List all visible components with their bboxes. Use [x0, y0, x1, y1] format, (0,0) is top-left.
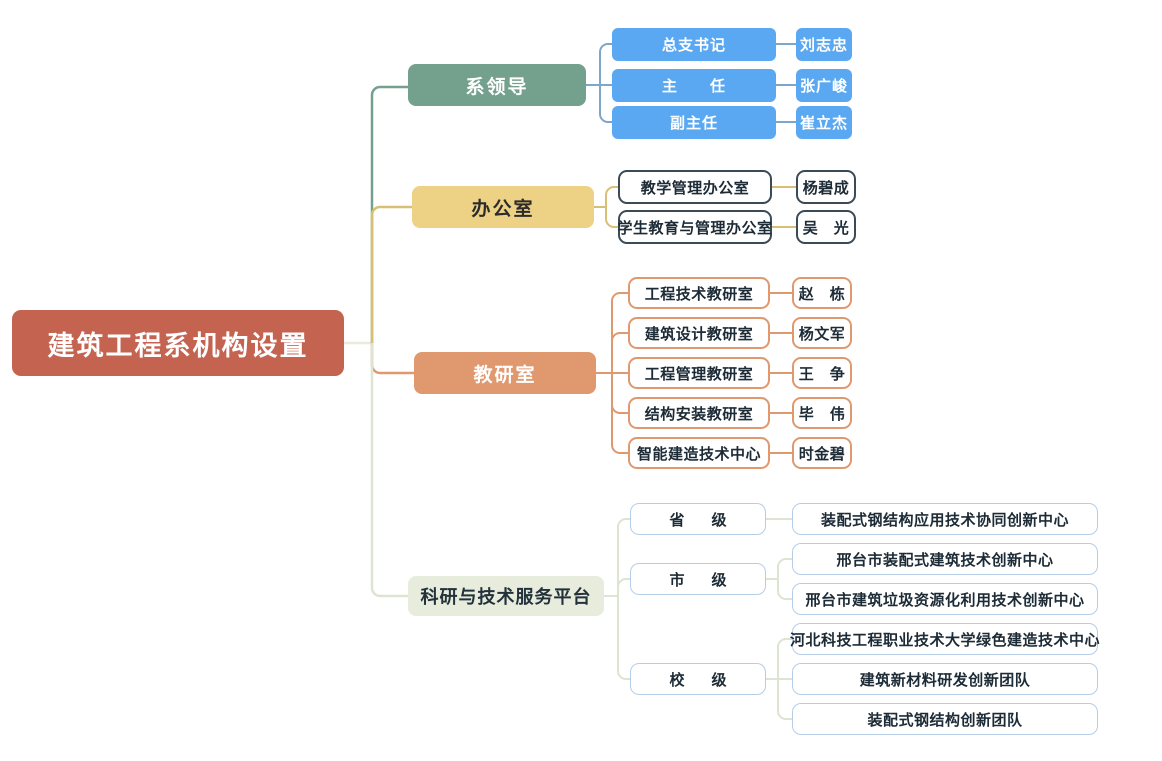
- platform-item-municipal-2[interactable]: 邢台市建筑垃圾资源化利用技术创新中心: [792, 583, 1098, 615]
- person-node-architectural-design[interactable]: 杨文军: [792, 317, 852, 349]
- platform-item-label: 邢台市装配式建筑技术创新中心: [836, 551, 1054, 569]
- person-node-deputy-director[interactable]: 崔立杰: [796, 106, 852, 139]
- child-label: 副主任: [669, 115, 718, 132]
- branch-node-teaching-groups[interactable]: 教研室: [414, 352, 596, 394]
- level-node-school[interactable]: 校 级: [630, 663, 766, 695]
- person-label: 张广峻: [799, 78, 848, 95]
- person-label: 吴 光: [802, 219, 850, 237]
- person-label: 崔立杰: [799, 115, 848, 132]
- platform-item-provincial-1[interactable]: 装配式钢结构应用技术协同创新中心: [792, 503, 1098, 535]
- platform-item-label: 河北科技工程职业技术大学绿色建造技术中心: [790, 631, 1101, 649]
- person-node-structure-installation[interactable]: 毕 伟: [792, 397, 852, 429]
- child-label: 结构安装教研室: [644, 405, 754, 423]
- child-label: 主 任: [661, 78, 726, 95]
- branch-label-office: 办公室: [471, 198, 535, 220]
- root-label: 建筑工程系机构设置: [47, 330, 309, 361]
- platform-item-label: 邢台市建筑垃圾资源化利用技术创新中心: [805, 591, 1085, 609]
- platform-item-school-1[interactable]: 河北科技工程职业技术大学绿色建造技术中心: [790, 623, 1101, 655]
- child-label: 工程技术教研室: [644, 285, 754, 303]
- child-node-architectural-design[interactable]: 建筑设计教研室: [628, 317, 770, 349]
- child-node-deputy-director[interactable]: 副主任: [612, 106, 776, 139]
- child-node-engineering-technology[interactable]: 工程技术教研室: [628, 277, 770, 309]
- person-node-director[interactable]: 张广峻: [796, 69, 852, 102]
- root-node[interactable]: 建筑工程系机构设置: [12, 310, 344, 376]
- level-label: 市 级: [669, 571, 733, 589]
- child-node-party-secretary[interactable]: 总支书记: [612, 28, 776, 61]
- platform-item-label: 建筑新材料研发创新团队: [859, 671, 1031, 689]
- child-label: 工程管理教研室: [644, 365, 754, 383]
- child-label: 学生教育与管理办公室: [617, 219, 773, 237]
- branch-label-teaching-groups: 教研室: [473, 364, 537, 386]
- person-label: 王 争: [798, 365, 846, 383]
- person-label: 杨文军: [798, 325, 846, 343]
- platform-item-label: 装配式钢结构应用技术协同创新中心: [820, 511, 1069, 529]
- branch-node-office[interactable]: 办公室: [412, 186, 594, 228]
- person-node-engineering-management[interactable]: 王 争: [792, 357, 852, 389]
- person-label: 赵 栋: [798, 285, 846, 303]
- level-node-provincial[interactable]: 省 级: [630, 503, 766, 535]
- person-node-engineering-technology[interactable]: 赵 栋: [792, 277, 852, 309]
- person-label: 时金碧: [798, 445, 846, 463]
- level-label: 校 级: [669, 671, 733, 689]
- branch-node-research-platform[interactable]: 科研与技术服务平台: [408, 576, 604, 616]
- child-label: 智能建造技术中心: [636, 445, 761, 463]
- person-node-intelligent-construction-center[interactable]: 时金碧: [792, 437, 852, 469]
- child-label: 总支书记: [661, 37, 726, 54]
- platform-item-school-3[interactable]: 装配式钢结构创新团队: [792, 703, 1098, 735]
- platform-item-municipal-1[interactable]: 邢台市装配式建筑技术创新中心: [792, 543, 1098, 575]
- child-label: 建筑设计教研室: [644, 325, 754, 343]
- level-node-municipal[interactable]: 市 级: [630, 563, 766, 595]
- person-label: 刘志忠: [799, 37, 848, 54]
- branch-label-leadership: 系领导: [465, 76, 529, 98]
- branch-label-research-platform: 科研与技术服务平台: [420, 587, 592, 607]
- child-node-teaching-admin-office[interactable]: 教学管理办公室: [618, 170, 772, 204]
- branch-node-leadership[interactable]: 系领导: [408, 64, 586, 106]
- child-node-intelligent-construction-center[interactable]: 智能建造技术中心: [628, 437, 770, 469]
- person-node-student-affairs-office[interactable]: 吴 光: [796, 210, 856, 244]
- child-node-engineering-management[interactable]: 工程管理教研室: [628, 357, 770, 389]
- child-node-student-affairs-office[interactable]: 学生教育与管理办公室: [618, 210, 772, 244]
- person-label: 杨碧成: [802, 179, 850, 197]
- child-node-structure-installation[interactable]: 结构安装教研室: [628, 397, 770, 429]
- person-node-teaching-admin-office[interactable]: 杨碧成: [796, 170, 856, 204]
- platform-item-label: 装配式钢结构创新团队: [867, 711, 1023, 729]
- platform-item-school-2[interactable]: 建筑新材料研发创新团队: [792, 663, 1098, 695]
- child-node-director[interactable]: 主 任: [612, 69, 776, 102]
- level-label: 省 级: [669, 511, 733, 529]
- person-node-party-secretary[interactable]: 刘志忠: [796, 28, 852, 61]
- child-label: 教学管理办公室: [640, 179, 750, 197]
- person-label: 毕 伟: [798, 405, 846, 423]
